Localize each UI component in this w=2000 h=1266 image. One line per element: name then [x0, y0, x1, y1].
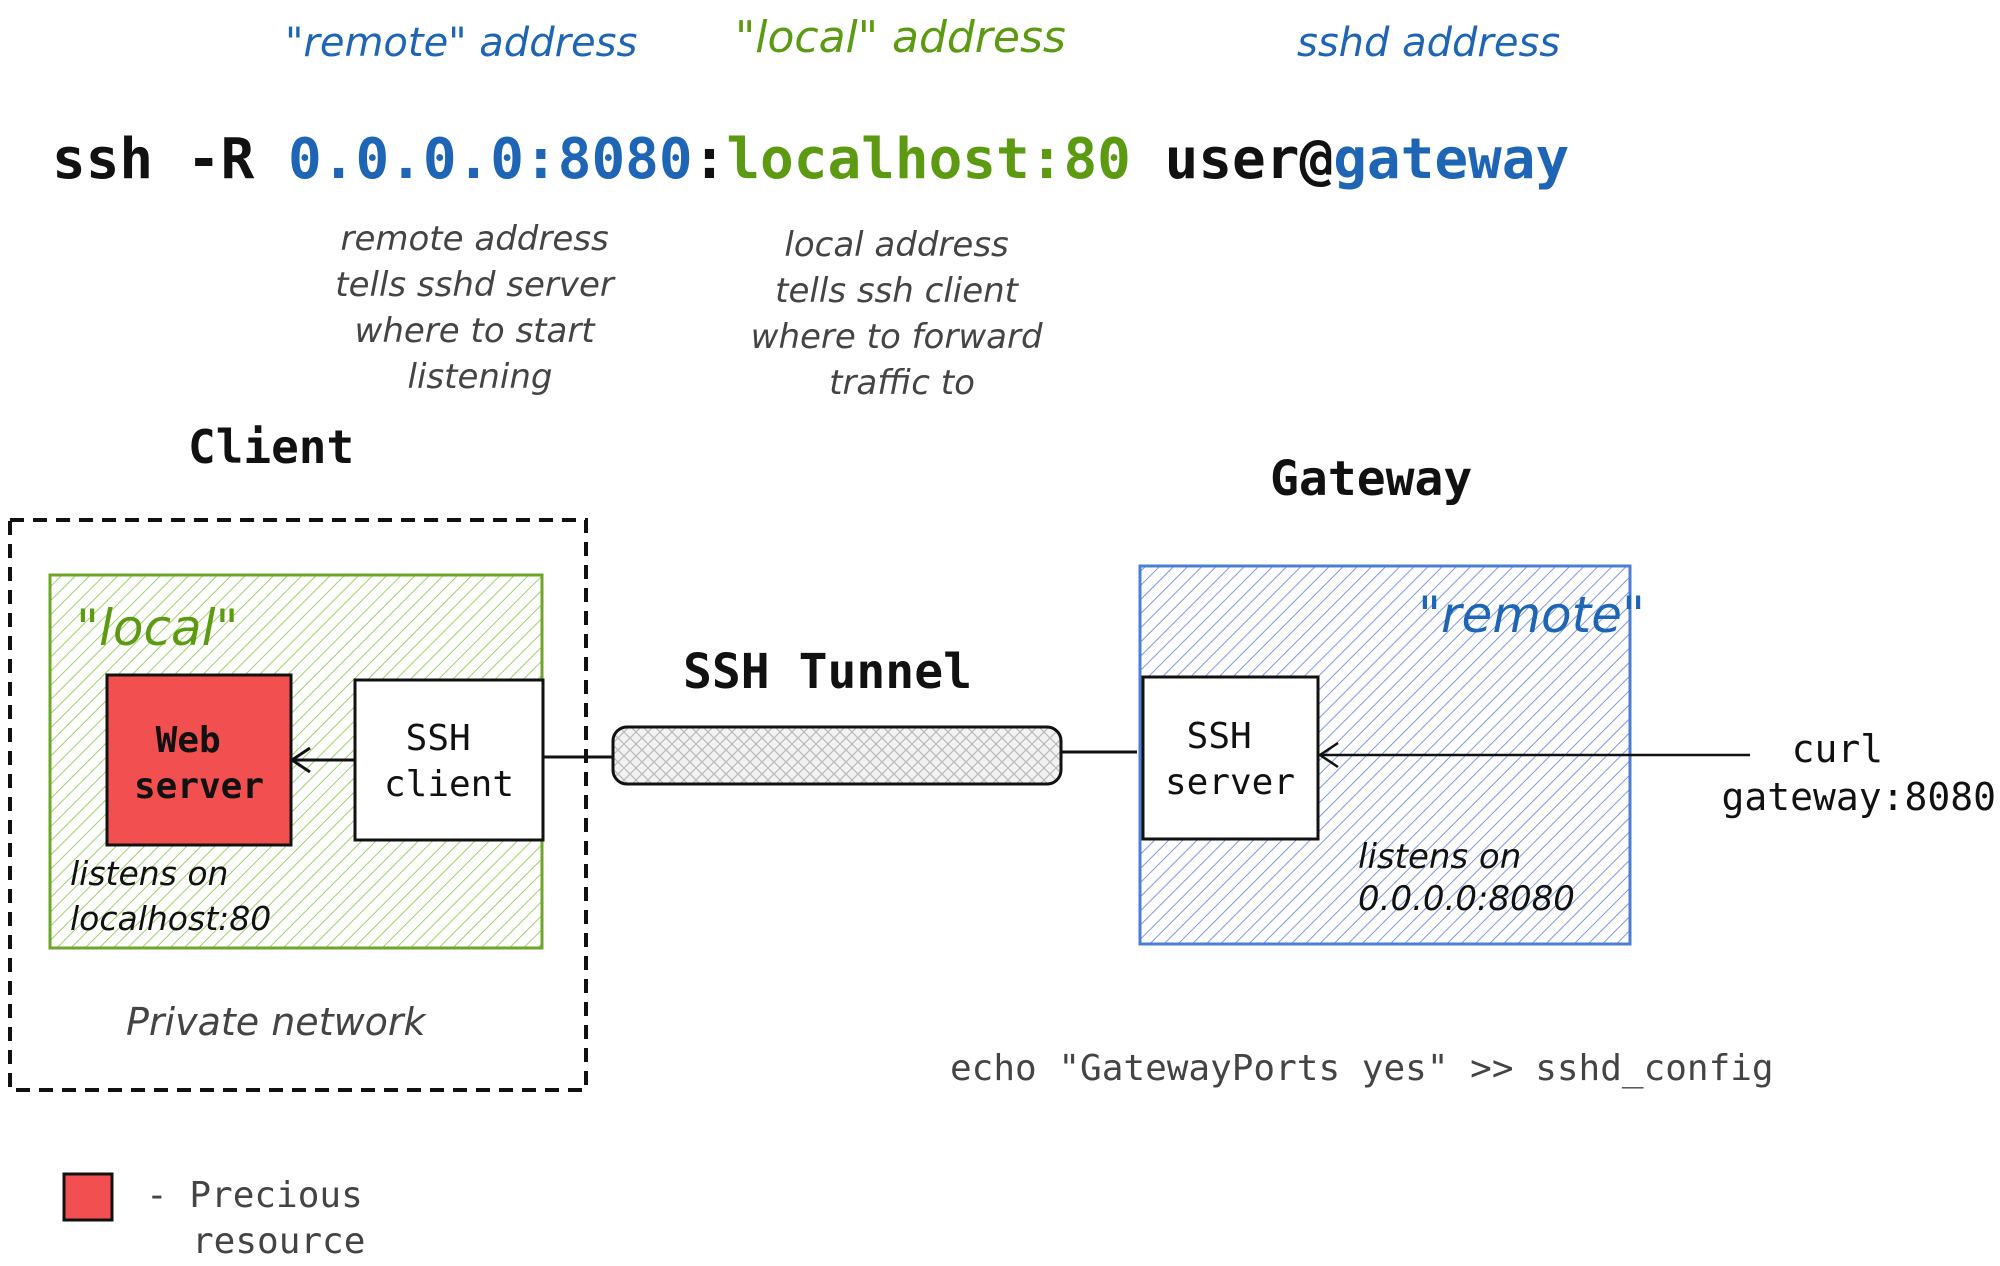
ssh-server-label: SSH server — [1165, 716, 1295, 803]
client-to-webserver-arrow — [289, 746, 355, 774]
curl-command-line: curl — [1792, 727, 1884, 771]
command-host: gateway — [1333, 127, 1569, 192]
ssh-server-label-line: SSH — [1187, 716, 1252, 757]
ssh-server-label-line: server — [1165, 762, 1295, 803]
curl-to-sshserver-arrow — [1317, 741, 1750, 769]
private-network-boundary — [8, 518, 588, 1092]
remote-note: remote address tells sshd server where t… — [335, 219, 624, 397]
web-server-listens-line: listens on — [70, 854, 228, 893]
local-zone — [48, 573, 544, 950]
curl-command: curl gateway:8080 — [1721, 727, 1996, 819]
command-prefix: ssh -R — [52, 127, 288, 192]
web-server-label: Web server — [134, 720, 264, 807]
remote-note-line: where to start — [355, 311, 597, 351]
remote-note-line: tells sshd server — [335, 265, 616, 305]
web-server-label-line: Web — [156, 720, 221, 761]
client-title: Client — [188, 420, 354, 474]
local-note-line: traffic to — [829, 363, 975, 403]
remote-address-heading: "remote" address — [285, 20, 637, 66]
ssh-client-label-line: SSH — [406, 718, 471, 759]
local-address-heading: "local" address — [735, 12, 1066, 63]
command-local-addr: localhost:80 — [726, 127, 1131, 192]
private-network-label: Private network — [126, 1000, 428, 1044]
ssh-server-listens-line: 0.0.0.0:8080 — [1358, 879, 1575, 919]
local-note-line: where to forward — [751, 317, 1043, 357]
web-server-listens-note: listens on localhost:80 — [70, 854, 271, 938]
local-note-line: tells ssh client — [775, 271, 1020, 311]
ssh-server-listens-note: listens on 0.0.0.0:8080 — [1358, 837, 1575, 919]
web-server-label-line: server — [134, 766, 264, 807]
gateway-title: Gateway — [1270, 451, 1472, 507]
ssh-client-box: SSH client — [353, 678, 545, 842]
sshd-address-heading: sshd address — [1297, 20, 1560, 66]
local-note: local address tells ssh client where to … — [751, 225, 1054, 403]
legend-text: - Precious resource — [146, 1175, 384, 1262]
legend-text-line: resource — [192, 1221, 365, 1262]
ssh-tunnel-pipe — [611, 725, 1063, 786]
legend-text-line: - Precious — [146, 1175, 363, 1216]
ssh-command: ssh -R 0.0.0.0:8080:localhost:80 user@ga… — [52, 127, 1569, 192]
remote-note-line: remote address — [340, 219, 608, 259]
command-separator: : — [693, 127, 727, 192]
local-note-line: local address — [784, 225, 1008, 265]
ssh-tunnel-label: SSH Tunnel — [683, 644, 972, 700]
ssh-client-label-line: client — [384, 764, 514, 805]
remote-zone-label: "remote" — [1418, 586, 1645, 644]
legend-swatch — [62, 1172, 114, 1222]
web-server-box: Web server — [105, 673, 293, 847]
local-zone-label: "local" — [76, 599, 239, 657]
ssh-client-label: SSH client — [384, 718, 514, 805]
command-user: user@ — [1131, 127, 1333, 192]
web-server-listens-line: localhost:80 — [70, 899, 271, 938]
gateway-ports-config: echo "GatewayPorts yes" >> sshd_config — [950, 1048, 1774, 1089]
remote-note-line: listening — [408, 357, 553, 397]
command-remote-addr: 0.0.0.0:8080 — [288, 127, 693, 192]
curl-command-line: gateway:8080 — [1721, 775, 1996, 819]
ssh-server-box: SSH server — [1141, 675, 1320, 841]
ssh-server-listens-line: listens on — [1358, 837, 1521, 877]
